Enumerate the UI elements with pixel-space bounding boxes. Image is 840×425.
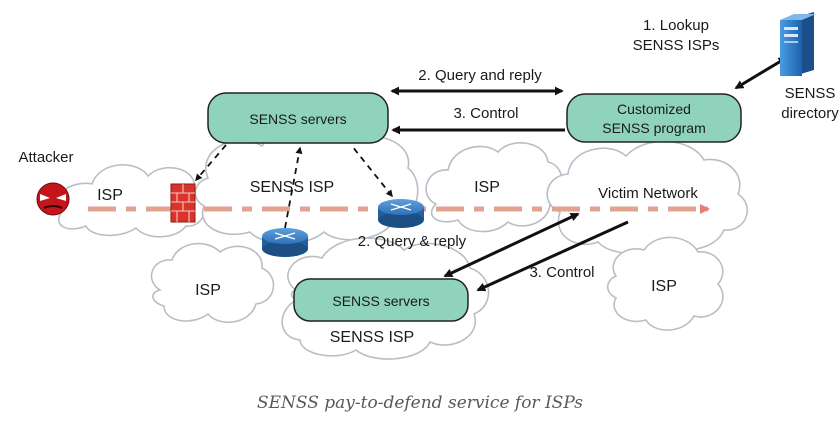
query-reply-label-top: 2. Query and reply [418, 67, 542, 84]
query-reply-arrow-bottom [443, 212, 580, 278]
directory-label: SENSS [785, 85, 836, 102]
lookup-label: 1. Lookup [643, 17, 709, 34]
control-arrow-bottom [476, 220, 629, 292]
victim-network-label: Victim Network [598, 185, 698, 202]
isp-label: ISP [195, 282, 221, 299]
control-label-top: 3. Control [453, 105, 518, 122]
cloud-isp-left-bottom [150, 242, 275, 323]
router-icon [378, 199, 424, 228]
attacker-icon [36, 182, 70, 216]
customized-program-label: Customized [617, 101, 691, 117]
isp-label: ISP [97, 187, 123, 204]
senss-isp-label: SENSS ISP [250, 179, 334, 196]
isp-label: ISP [651, 278, 677, 295]
firewall-icon [170, 183, 196, 223]
cloud-isp-right-bottom [606, 236, 724, 331]
customized-program-label: SENSS program [602, 120, 705, 136]
lookup-label: SENSS ISPs [633, 37, 720, 54]
senss-isp-label: SENSS ISP [330, 329, 414, 346]
senss-servers-top-node [207, 92, 389, 144]
isp-label: ISP [474, 179, 500, 196]
senss-servers-bottom-node [293, 278, 469, 322]
cloud-victim-network [546, 140, 749, 254]
senss-servers-top-label: SENSS servers [249, 111, 346, 127]
router-icon [262, 228, 308, 257]
senss-servers-bottom-label: SENSS servers [332, 293, 429, 309]
customized-program-node [566, 93, 742, 143]
figure-caption: SENSS pay-to-defend service for ISPs [256, 393, 584, 413]
dashed-arrow-from-router-bottom [284, 146, 303, 229]
lookup-arrow [734, 56, 788, 90]
query-reply-label-bottom: 2. Query & reply [358, 233, 467, 250]
control-label-bottom: 3. Control [529, 264, 594, 281]
attacker-label: Attacker [18, 149, 73, 166]
directory-label: directory [781, 105, 839, 122]
directory-server-icon [780, 12, 816, 76]
dashed-arrow-to-firewall [195, 144, 227, 182]
